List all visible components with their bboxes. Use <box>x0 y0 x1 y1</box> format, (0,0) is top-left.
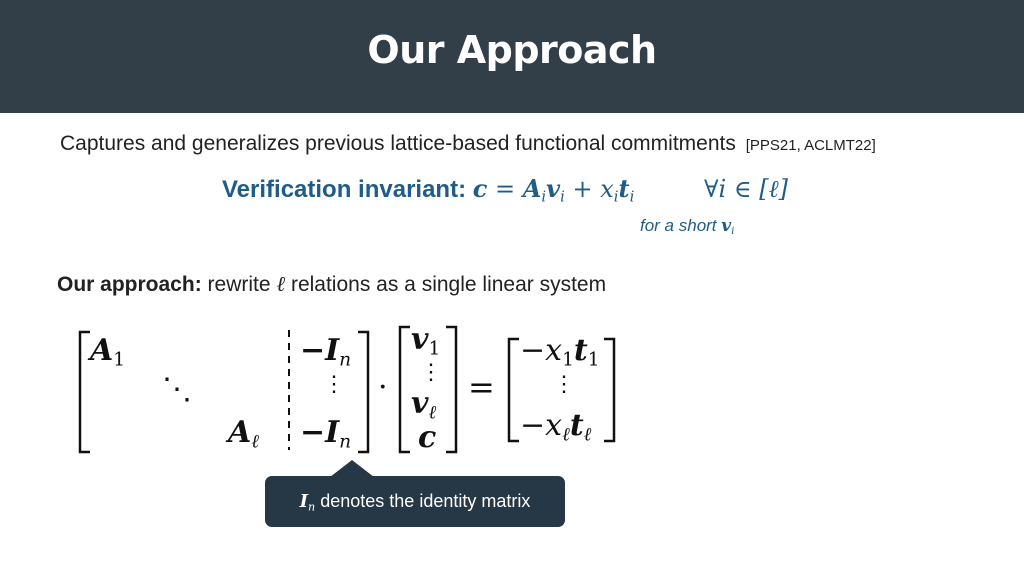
sub-1: 1 <box>587 349 600 371</box>
equals-sign: = <box>468 368 495 406</box>
var-A: A <box>228 415 252 450</box>
sub-n: n <box>339 349 352 371</box>
intro-line: Captures and generalizes previous lattic… <box>60 132 876 156</box>
sub-i: i <box>613 187 619 206</box>
var-minus-x: −x <box>520 333 563 368</box>
right-bracket <box>446 325 458 454</box>
short-note: for a short vi <box>640 216 735 237</box>
vector-entry-c: c <box>418 420 436 455</box>
sub-1: 1 <box>428 338 441 360</box>
var-c: c <box>472 174 488 203</box>
citation: [PPS21, ACLMT22] <box>745 137 876 154</box>
callout-text: denotes the identity matrix <box>315 491 531 511</box>
matrix-entry-Aell: Aℓ <box>228 415 259 454</box>
var-I: I <box>299 491 309 512</box>
vertical-dots: ⋮ <box>323 372 345 397</box>
var-A: A <box>522 174 542 203</box>
vector-entry-vell: vℓ <box>411 386 436 425</box>
dot-operator: · <box>378 370 388 405</box>
var-minus-I: −I <box>300 333 340 368</box>
var-x: x <box>600 175 614 203</box>
matrix-entry-minus-In: −In <box>300 415 351 453</box>
sub-i: i <box>541 187 547 206</box>
var-t: t <box>573 333 588 368</box>
diagonal-dots: ⋱ <box>162 372 192 407</box>
right-bracket <box>604 337 616 443</box>
sub-n: n <box>308 500 316 514</box>
matrix-entry-A1: A1 <box>90 333 125 371</box>
invariant-equation: c = Aivi + xiti ∀i ∈ [ℓ] <box>472 174 788 206</box>
plus-sign: + <box>564 175 601 203</box>
approach-text: rewrite <box>201 273 277 296</box>
var-c: c <box>418 420 437 455</box>
var-minus-I: −I <box>300 415 340 450</box>
sub-ell: ℓ <box>428 402 437 424</box>
sub-i: i <box>629 187 635 206</box>
page-title: Our Approach <box>367 28 657 72</box>
sub-n: n <box>339 431 352 453</box>
vector-entry-v1: v1 <box>411 322 440 360</box>
matrix-entry-minus-In: −In <box>300 333 351 371</box>
var-minus-x: −x <box>520 408 563 443</box>
approach-text: relations as a single linear system <box>285 273 607 296</box>
sub-ell: ℓ <box>583 424 592 446</box>
approach-line: Our approach: rewrite ℓ relations as a s… <box>57 272 606 297</box>
var-A: A <box>90 333 114 368</box>
left-bracket <box>398 325 410 454</box>
verification-invariant: Verification invariant: c = Aivi + xiti … <box>222 174 788 205</box>
sub-1: 1 <box>113 349 126 371</box>
var-v: v <box>411 322 429 357</box>
var-ell: ℓ <box>276 272 286 296</box>
var-v: v <box>411 386 429 421</box>
sub-i: i <box>731 225 735 238</box>
left-bracket <box>507 337 519 443</box>
rhs-entry-1: −x1t1 <box>520 333 600 371</box>
title-bar: Our Approach <box>0 0 1024 113</box>
sub-1: 1 <box>562 349 574 371</box>
identity-matrix-callout: In denotes the identity matrix <box>265 476 565 527</box>
eq-sign: = <box>487 175 523 203</box>
invariant-label: Verification invariant: <box>222 176 467 203</box>
var-v: v <box>546 174 561 203</box>
var-t: t <box>569 408 584 443</box>
short-note-text: for a short <box>640 216 722 235</box>
vertical-dots: ⋮ <box>420 360 442 385</box>
forall-clause: ∀i ∈ [ℓ] <box>704 175 788 203</box>
approach-label: Our approach: <box>57 273 202 296</box>
vertical-dots: ⋮ <box>553 372 575 397</box>
var-t: t <box>618 174 630 203</box>
sub-ell: ℓ <box>251 431 260 453</box>
sub-ell: ℓ <box>562 424 570 446</box>
right-bracket <box>358 330 370 454</box>
tooltip-arrow <box>330 460 374 477</box>
sub-i: i <box>560 187 565 206</box>
left-bracket <box>78 330 90 454</box>
var-v: v <box>721 216 732 236</box>
rhs-entry-ell: −xℓtℓ <box>520 408 591 447</box>
intro-text: Captures and generalizes previous lattic… <box>60 132 736 155</box>
